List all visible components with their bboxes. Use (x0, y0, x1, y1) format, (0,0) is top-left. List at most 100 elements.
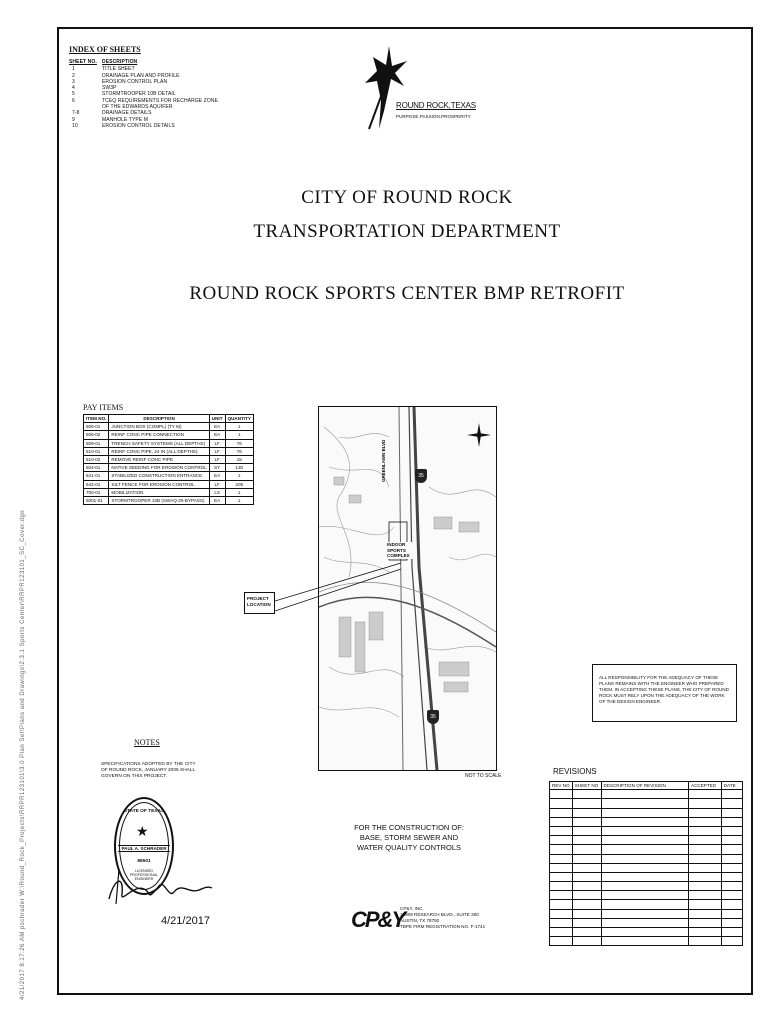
revision-cell (720, 908, 744, 919)
revision-cell (549, 881, 573, 892)
firm-logo: CP&Y (351, 907, 406, 932)
revision-cell (571, 927, 602, 938)
signature-date: 4/21/2017 (161, 915, 210, 927)
revision-cell (600, 881, 690, 892)
index-sheet-desc: TITLE SHEET (102, 66, 135, 73)
pay-cell: EA (208, 422, 226, 432)
index-sheet-no: 2 (72, 72, 75, 79)
revision-cell (688, 890, 722, 901)
pay-header: QUANTITY (224, 413, 255, 424)
pay-cell: TRENCH SAFETY SYSTEMS (ALL DEPTHS) (108, 438, 210, 448)
revision-cell (571, 825, 602, 837)
revision-cell (571, 881, 602, 892)
revision-cell (600, 807, 690, 818)
index-row: 2 DRAINAGE PLAN AND PROFILE (69, 73, 219, 79)
pay-cell: 1 (224, 487, 255, 498)
revision-cell (600, 816, 690, 827)
revision-cell (549, 927, 573, 938)
revision-cell (688, 862, 722, 873)
pay-header: UNIT (208, 413, 226, 424)
firm-line3: AUSTIN, TX 78750 (400, 918, 440, 923)
pay-cell: STABILIZED CONSTRUCTION ENTRANCE (108, 471, 210, 481)
index-sheet-desc: OF THE EDWARDS AQUIFER (102, 104, 173, 111)
revision-header: DESCRIPTION OF REVISION (600, 780, 690, 791)
pay-cell: 1 (224, 422, 255, 432)
logo-name: ROUND ROCK,TEXAS (396, 101, 476, 110)
site-label: INDOOR SPORTS COMPLEX (387, 542, 415, 559)
revision-cell (688, 853, 722, 864)
revision-cell (720, 816, 744, 827)
revision-cell (688, 798, 722, 809)
pay-cell: EA (208, 496, 226, 506)
pay-header: DESCRIPTION (108, 413, 210, 424)
firm-address: CP&Y, INC. 13809 RESEARCH BLVD., SUITE 3… (400, 906, 485, 930)
revision-cell (720, 917, 744, 929)
revision-cell (600, 908, 690, 919)
round-rock-logo: ROUND ROCK,TEXAS PURPOSE.PASSION.PROSPER… (359, 41, 479, 131)
vicinity-map: GREENLAWN BLVD 35 35 INDOOR SPORTS COMPL… (318, 406, 497, 771)
revision-cell (549, 789, 573, 800)
pay-cell: LF (208, 438, 226, 448)
revision-row (549, 862, 744, 873)
pay-cell: 506-02 (82, 430, 110, 440)
revision-cell (688, 807, 722, 818)
revision-cell (720, 871, 744, 883)
revision-cell (549, 890, 573, 901)
title-line1: CITY OF ROUND ROCK (301, 187, 513, 208)
revision-row (549, 890, 744, 901)
pay-cell: SILT FENCE FOR EROSION CONTROL (108, 479, 210, 489)
index-sheet-desc: EROSION CONTROL DETAILS (102, 122, 175, 129)
revision-cell (571, 899, 602, 910)
revision-cell (549, 936, 573, 947)
index-sheet-no: 6 (72, 97, 75, 104)
pay-cell: NATIVE SEEDING FOR EROSION CONTROL (108, 463, 210, 473)
revision-row (549, 844, 744, 855)
pay-cell: 205 (224, 479, 255, 489)
firm-line2: 13809 RESEARCH BLVD., SUITE 300 (400, 912, 479, 917)
revision-row (549, 853, 744, 864)
pay-cell: 510-02 (82, 455, 110, 465)
map-graphic (319, 407, 496, 770)
revision-row (549, 798, 744, 809)
pay-cell: 5001-01 (82, 496, 110, 506)
revision-row (549, 936, 744, 947)
index-sheet-desc: DRAINAGE PLAN AND PROFILE (102, 72, 180, 79)
revision-cell (600, 936, 690, 947)
revision-cell (720, 825, 744, 837)
pay-cell: 1 (224, 430, 255, 440)
pay-header: ITEM NO. (82, 413, 110, 424)
revision-cell (600, 927, 690, 938)
revision-cell (571, 835, 602, 846)
revision-cell (571, 853, 602, 864)
revision-cell (688, 844, 722, 855)
revision-cell (600, 825, 690, 837)
revision-cell (571, 862, 602, 873)
index-sheet-no: 4 (72, 85, 75, 92)
index-sheet-no: 7-8 (72, 110, 80, 117)
index-sheet-no: 5 (72, 91, 75, 98)
revision-row (549, 825, 744, 837)
logo-tagline: PURPOSE.PASSION.PROSPERITY. (396, 114, 472, 119)
pay-cell: JUNCTION BOX (COMPL) (TY M) (108, 422, 210, 432)
revision-cell (600, 871, 690, 883)
pay-cell: 130 (224, 463, 255, 473)
engineer-seal: STATE OF TEXAS ★ PAUL A. SCHRADER 86501 … (114, 797, 174, 895)
index-sheet-no: 3 (72, 78, 75, 85)
construction-line1: FOR THE CONSTRUCTION OF: (354, 823, 464, 832)
pay-cell: 15 (224, 455, 255, 465)
pay-cell: 642-01 (82, 479, 110, 489)
revision-cell (720, 789, 744, 800)
revision-cell (571, 908, 602, 919)
revision-cell (720, 844, 744, 855)
revision-row (549, 835, 744, 846)
seal-top-text: STATE OF TEXAS (123, 809, 165, 814)
revision-row (549, 908, 744, 919)
pay-cell: REINF CONC PIPE, 24 IN (ALL DEPTHS) (108, 446, 210, 457)
